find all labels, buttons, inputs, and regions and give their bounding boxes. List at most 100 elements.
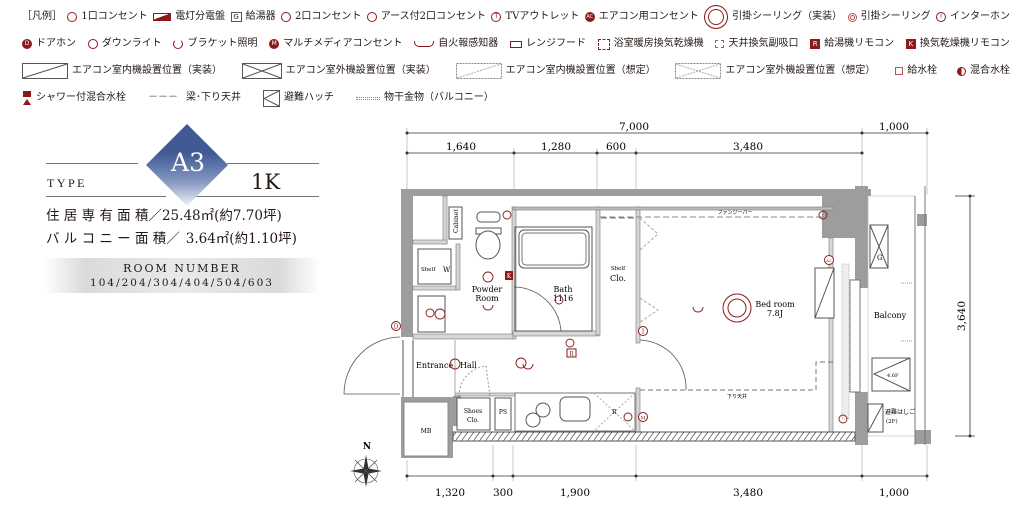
legend-label: 自火報感知器 <box>438 38 499 49</box>
legend-label: 浴室暖房換気乾燥機 <box>613 38 704 49</box>
legend-item: 混合水栓 <box>956 65 1010 77</box>
dim-bottom-part: 1,900 <box>560 487 590 499</box>
legend-item: 避難ハッチ <box>263 89 334 107</box>
legend-label: エアコン室内機設置位置（実装） <box>72 65 222 76</box>
legend-item: 給水栓 <box>895 65 937 77</box>
intercom-icon: I <box>935 12 946 22</box>
legend-item: －－－ 梁･下り天井 <box>148 92 241 104</box>
balcony-label: Balcony <box>874 311 907 320</box>
legend-item: D ドアホン <box>22 38 76 50</box>
legend-label: アース付2口コンセント <box>380 11 487 22</box>
legend-title: ［凡例］ <box>22 11 62 22</box>
entrance-label: Entrance <box>416 361 453 370</box>
beam-line-icon: －－－ <box>148 92 178 103</box>
living-area-value: 25.48㎡(約7.70坪) <box>161 208 282 224</box>
range-hood-icon <box>509 40 522 48</box>
outlet-1-icon <box>67 12 78 22</box>
legend-label: ドアホン <box>36 38 76 49</box>
legend-row: ［凡例］ 1口コンセント 電灯分電盤 G 給湯器 2口コンセント アース付2口コ… <box>22 5 1010 29</box>
legend-item: エアコン室内機設置位置（想定） <box>455 63 656 79</box>
legend-item: 浴室暖房換気乾燥機 <box>597 38 704 50</box>
hall-label: Hall <box>460 361 477 370</box>
water-heater-icon: G <box>230 12 242 22</box>
ps-label: PS <box>499 409 507 416</box>
water-heater-label: G <box>877 254 883 262</box>
divider <box>46 163 138 164</box>
legend-label: 引掛シーリング <box>860 11 931 22</box>
multimedia-outlet-icon: M <box>269 39 280 49</box>
room-number-label: ROOM NUMBER <box>123 262 241 275</box>
legend-label: 給湯機リモコン <box>824 38 895 49</box>
clothes-pole-icon <box>356 96 380 100</box>
mb-label: MB <box>421 428 432 435</box>
legend-item: 1口コンセント <box>67 11 148 23</box>
refrigerator-label: R <box>612 409 617 416</box>
legend-label: 電灯分電盤 <box>175 11 226 22</box>
legend-label: 梁･下り天井 <box>186 92 241 103</box>
legend-item: エアコン室外機設置位置（実装） <box>241 63 436 79</box>
ceiling-hook-icon <box>847 12 857 22</box>
fan-heater-label: ファンジーパー <box>718 210 753 216</box>
door-phone-icon: D <box>22 39 32 49</box>
dim-top-part: 600 <box>606 141 626 153</box>
living-area-label: 住 居 専 有 面 積／ <box>46 208 162 224</box>
outdoor-unit-label: 4.6F <box>887 373 899 379</box>
cabinet-label: Cabinet <box>453 209 460 233</box>
ac-indoor-planned-icon <box>455 63 502 79</box>
legend-item: 引掛シーリング <box>847 11 931 23</box>
legend-item: R 給湯機リモコン <box>810 38 894 50</box>
dryer-remote-icon: K <box>507 273 512 280</box>
dim-bottom-part: 3,480 <box>733 487 763 499</box>
legend-label: 給湯器 <box>245 11 276 22</box>
toilet <box>475 211 502 260</box>
legend-label: 換気乾燥機リモコン <box>919 38 1010 49</box>
legend-item: レンジフード <box>509 38 586 50</box>
closet-label: Clo. <box>610 274 626 283</box>
powder-room-label: Powder <box>472 285 503 294</box>
bracket-light-icon <box>173 39 184 49</box>
legend-item: K 換気乾燥機リモコン <box>905 38 1010 50</box>
closet-shelf-label: Shelf <box>611 266 626 272</box>
shelf-label: Shelf <box>421 267 436 273</box>
legend-label: エアコン用コンセント <box>598 11 699 22</box>
legend-row: エアコン室内機設置位置（実装） エアコン室外機設置位置（実装） エアコン室内機設… <box>22 62 1010 80</box>
dryer-remote-icon: K <box>905 39 916 49</box>
balcony-area-label: バ ル コ ニ ー 面 積／ <box>46 231 180 247</box>
room-numbers: 104/204/304/404/504/603 <box>90 277 274 289</box>
compass-north-label: N <box>363 442 371 452</box>
escape-ladder-floor: (2F) <box>886 418 898 425</box>
shoes-closet-label: Shoes <box>464 408 482 415</box>
legend-item: ブラケット照明 <box>173 38 257 50</box>
dim-top-part: 1,640 <box>446 141 476 153</box>
legend-label: エアコン室外機設置位置（実装） <box>285 65 436 76</box>
legend-item: エアコン室内機設置位置（実装） <box>22 63 222 79</box>
room-number-band <box>44 258 320 293</box>
dim-bottom-part: 1,320 <box>435 487 465 499</box>
legend-item: 物干金物（バルコニー） <box>356 92 494 104</box>
electrical-symbols <box>425 210 848 424</box>
ac-outlet-icon: AC <box>584 12 595 22</box>
dim-bottom-part: 1,000 <box>879 487 909 499</box>
legend-item: T TVアウトレット <box>491 11 579 23</box>
electrical-labeled-symbols: D I M AC R K <box>391 255 834 422</box>
legend-label: エアコン室外機設置位置（想定） <box>725 65 876 76</box>
ac-indoor-installed-icon <box>22 63 68 79</box>
type-label: TYPE <box>47 176 87 190</box>
legend-label: レンジフード <box>525 38 586 49</box>
compass-icon <box>350 455 382 487</box>
ac-outdoor-planned-icon <box>675 63 722 79</box>
divider <box>196 196 319 197</box>
legend-label: マルチメディアコンセント <box>283 38 403 49</box>
bath-label: Bath <box>553 285 572 294</box>
divider <box>227 163 319 164</box>
downlight-icon <box>87 39 98 49</box>
legend-row: D ドアホン ダウンライト ブラケット照明 M マルチメディアコンセント 自火報… <box>22 35 1010 53</box>
legend-label: 避難ハッチ <box>284 92 334 103</box>
dim-top-part: 3,480 <box>733 141 763 153</box>
ac-outlet-icon: AC <box>825 258 832 263</box>
dim-top-total: 7,000 <box>619 121 649 133</box>
shower-faucet-icon <box>23 90 31 105</box>
dim-top-balcony: 1,000 <box>879 121 909 133</box>
